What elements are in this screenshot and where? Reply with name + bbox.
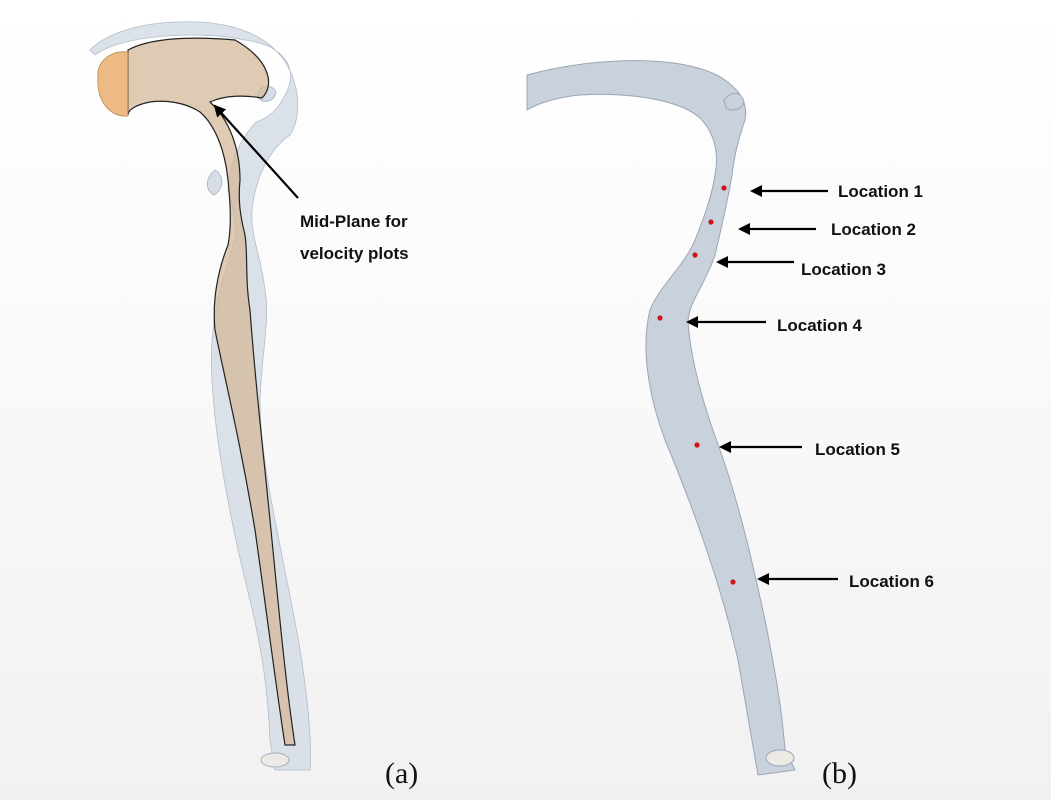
location-dot-2 (708, 219, 713, 224)
mid-plane-label-line2: velocity plots (300, 244, 409, 263)
location-dot-5 (694, 442, 699, 447)
trachea-cap-a (261, 753, 289, 767)
location-label-4: Location 4 (777, 316, 863, 335)
mouth-opening (98, 52, 128, 116)
location-label-5: Location 5 (815, 440, 900, 459)
mid-plane-label-line1: Mid-Plane for (300, 212, 408, 231)
panel-b: Location 1 Location 2 Location 3 Locatio… (527, 61, 934, 790)
trachea-cap-b (766, 750, 794, 766)
location-dot-1 (721, 185, 726, 190)
location-dot-3 (692, 252, 697, 257)
location-label-1: Location 1 (838, 182, 923, 201)
location-dot-6 (730, 579, 735, 584)
panel-a-label: (a) (385, 757, 418, 790)
airway-model-b (527, 61, 795, 775)
panel-b-label: (b) (822, 757, 857, 790)
epiglottis-a (207, 170, 222, 195)
location-label-3: Location 3 (801, 260, 886, 279)
panel-a: Mid-Plane for velocity plots (a) (90, 22, 418, 790)
location-label-6: Location 6 (849, 572, 934, 591)
location-dot-4 (657, 315, 662, 320)
location-label-2: Location 2 (831, 220, 916, 239)
